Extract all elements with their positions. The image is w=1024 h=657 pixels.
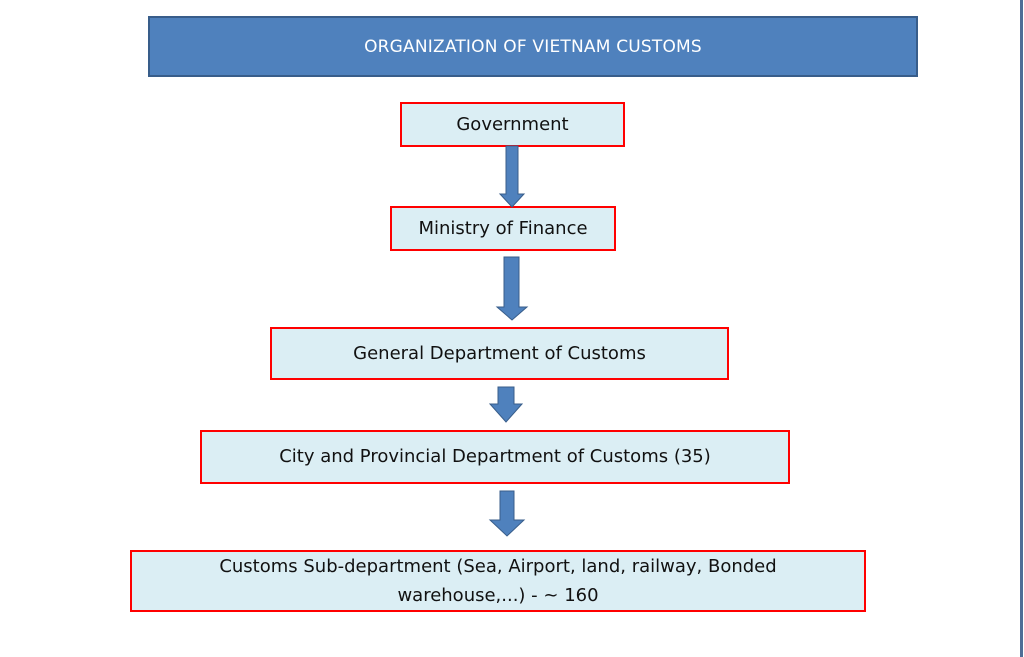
arrow-down-icon	[488, 386, 524, 423]
arrow-down-icon	[495, 256, 529, 321]
node-city-provincial-department: City and Provincial Department of Custom…	[200, 430, 790, 484]
node-label-line-2: warehouse,...) - ~ 160	[397, 585, 599, 606]
node-label: Government	[456, 113, 569, 135]
node-government: Government	[400, 102, 625, 147]
arrow-down-icon	[488, 490, 526, 537]
diagram-title-text: ORGANIZATION OF VIETNAM CUSTOMS	[364, 36, 702, 57]
slide-edge-divider	[1020, 0, 1023, 657]
node-label: General Department of Customs	[353, 342, 646, 364]
node-label: Ministry of Finance	[418, 217, 588, 239]
node-ministry-of-finance: Ministry of Finance	[390, 206, 616, 251]
node-general-department: General Department of Customs	[270, 327, 729, 380]
edge-general-to-city	[488, 386, 524, 423]
arrow-down-icon	[498, 145, 526, 208]
node-customs-sub-department: Customs Sub-department (Sea, Airport, la…	[130, 550, 866, 612]
edge-ministry-to-general	[495, 256, 529, 321]
edge-city-to-sub-department	[488, 490, 526, 537]
edge-government-to-ministry	[498, 145, 526, 208]
node-label-line-1: Customs Sub-department (Sea, Airport, la…	[219, 556, 777, 577]
diagram-title: ORGANIZATION OF VIETNAM CUSTOMS	[148, 16, 918, 77]
node-label: City and Provincial Department of Custom…	[279, 446, 711, 467]
